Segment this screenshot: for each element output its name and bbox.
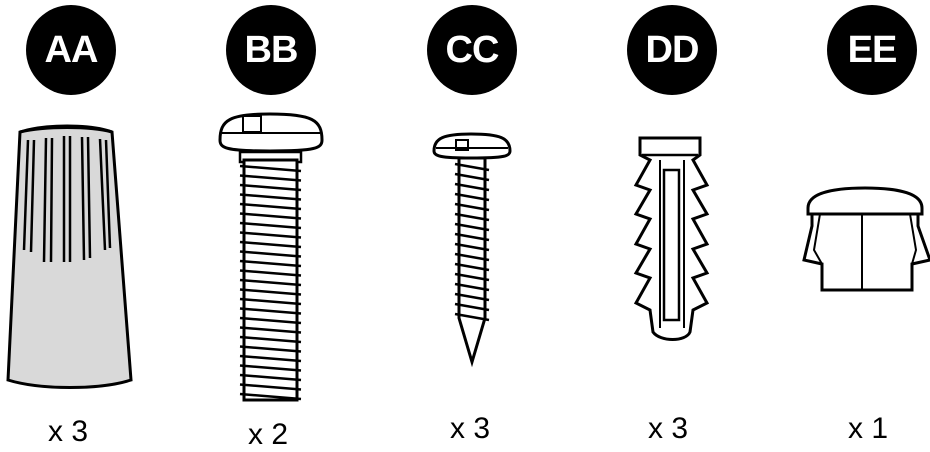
part-ee-badge: EE <box>827 5 917 95</box>
part-ee-quantity: x 1 <box>848 412 889 445</box>
part-dd-badge: DD <box>627 5 717 95</box>
part-dd-quantity: x 3 <box>648 412 689 445</box>
part-cc-badge: CC <box>427 5 517 95</box>
part-bb-quantity: x 2 <box>248 418 289 451</box>
part-aa-badge: AA <box>26 5 116 95</box>
part-cc-quantity: x 3 <box>450 412 491 445</box>
part-bb-badge: BB <box>226 5 316 95</box>
part-aa-quantity: x 3 <box>48 415 89 448</box>
